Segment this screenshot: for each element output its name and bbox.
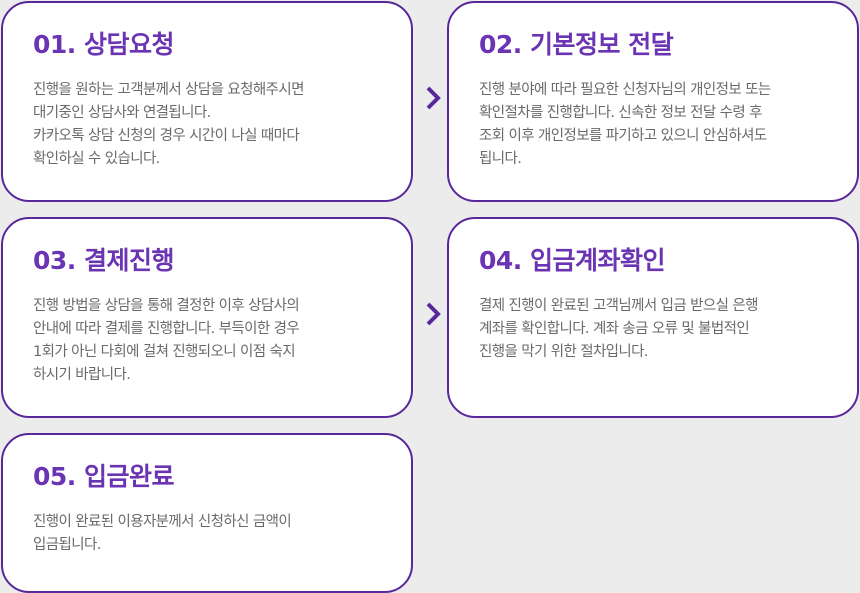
step-card-1: 01. 상담요청 진행을 원하는 고객분께서 상담을 요청해주시면 대기중인 상… (1, 1, 413, 202)
chevron-right-icon (424, 301, 444, 327)
step-card-3: 03. 결제진행 진행 방법을 상담을 통해 결정한 이후 상담사의 안내에 따… (1, 217, 413, 418)
step-title: 05. 입금완료 (33, 462, 175, 491)
step-title: 04. 입금계좌확인 (479, 246, 666, 275)
step-title: 01. 상담요청 (33, 30, 175, 59)
step-description: 진행 방법을 상담을 통해 결정한 이후 상담사의 안내에 따라 결제를 진행합… (33, 298, 300, 383)
step-title: 02. 기본정보 전달 (479, 30, 674, 59)
step-description: 진행 분야에 따라 필요한 신청자님의 개인정보 또는 확인절차를 진행합니다.… (479, 82, 771, 167)
step-card-2: 02. 기본정보 전달 진행 분야에 따라 필요한 신청자님의 개인정보 또는 … (447, 1, 859, 202)
step-title: 03. 결제진행 (33, 246, 175, 275)
step-card-4: 04. 입금계좌확인 결제 진행이 완료된 고객님께서 입금 받으실 은행 계좌… (447, 217, 859, 418)
chevron-right-icon (424, 85, 444, 111)
step-description: 결제 진행이 완료된 고객님께서 입금 받으실 은행 계좌를 확인합니다. 계좌… (479, 298, 758, 360)
step-description: 진행을 원하는 고객분께서 상담을 요청해주시면 대기중인 상담사와 연결됩니다… (33, 82, 304, 167)
step-description: 진행이 완료된 이용자분께서 신청하신 금액이 입금됩니다. (33, 514, 292, 553)
step-card-5: 05. 입금완료 진행이 완료된 이용자분께서 신청하신 금액이 입금됩니다. (1, 433, 413, 593)
